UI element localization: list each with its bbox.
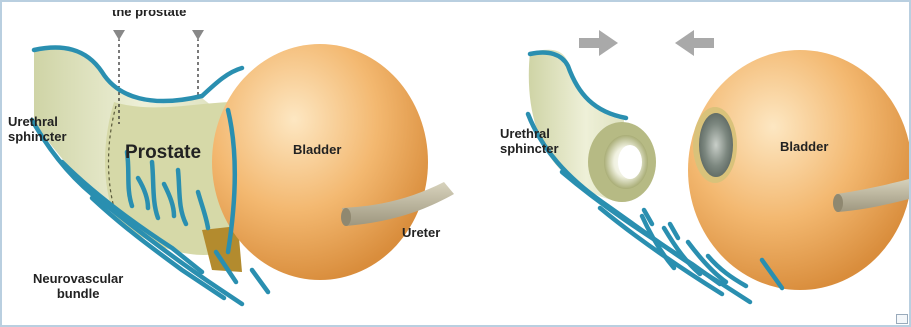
- right-arrow: [579, 30, 618, 56]
- ureter-label: Ureter: [402, 225, 440, 240]
- down-arrowhead-2: [192, 30, 204, 40]
- down-arrowhead-1: [113, 30, 125, 40]
- left-panel: [32, 30, 454, 304]
- resize-handle[interactable]: [896, 314, 908, 324]
- left-urethral-sphincter-label: Urethral sphincter: [8, 114, 67, 144]
- right-panel: [528, 30, 911, 302]
- neurovascular-bundle-label: Neurovascular bundle: [33, 271, 123, 301]
- left-bladder: [212, 44, 428, 280]
- prostate-label: Prostate: [125, 142, 201, 163]
- right-bladder-label: Bladder: [780, 139, 828, 154]
- left-arrow: [675, 30, 714, 56]
- left-bladder-label: Bladder: [293, 142, 341, 157]
- right-urethral-sphincter-label: Urethral sphincter: [500, 126, 559, 156]
